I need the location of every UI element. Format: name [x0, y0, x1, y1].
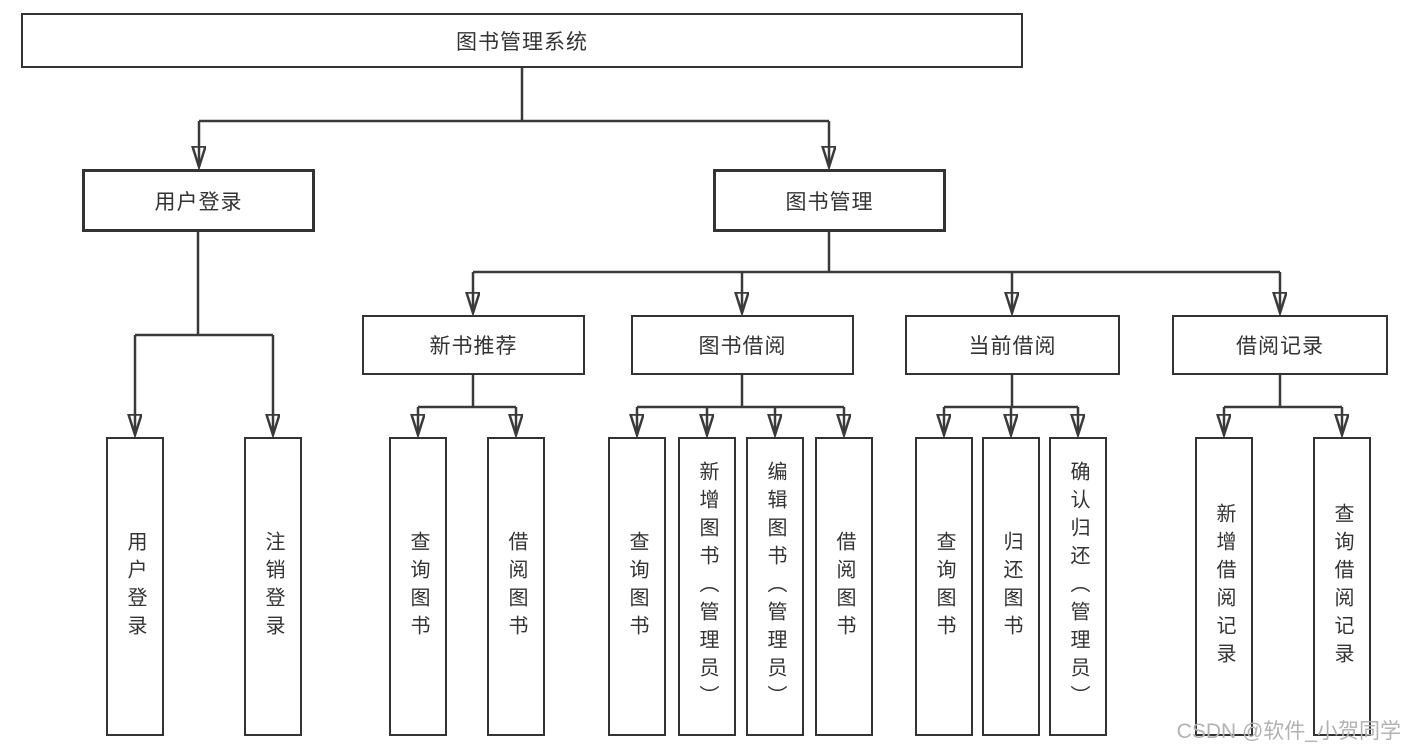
leaf-label: 注销登录: [262, 530, 284, 643]
leaf-label: 用户登录: [124, 530, 146, 643]
leaf-label: 查询图书: [626, 530, 648, 643]
leaf-label: 借阅图书: [833, 530, 855, 643]
leaf-edit-books-admin: 编辑图书（管理员）: [746, 437, 804, 736]
leaf-query-books-borrowing: 查询图书: [608, 437, 666, 736]
leaf-label: 归还图书: [1000, 530, 1022, 643]
node-label: 图书管理: [785, 190, 874, 214]
leaf-label: 查询借阅记录: [1331, 502, 1353, 671]
leaf-label: 查询图书: [407, 530, 429, 643]
leaf-user-login: 用户登录: [106, 437, 164, 736]
node-library-management-system: 图书管理系统: [21, 13, 1023, 68]
node-borrowing-records: 借阅记录: [1172, 315, 1388, 375]
leaf-query-books-current: 查询图书: [915, 437, 973, 736]
leaf-borrow-books-recommend: 借阅图书: [487, 437, 545, 736]
leaf-confirm-return-admin: 确认归还（管理员）: [1049, 437, 1107, 736]
leaf-return-books: 归还图书: [982, 437, 1040, 736]
node-label: 借阅记录: [1236, 335, 1324, 358]
node-label: 图书借阅: [698, 335, 787, 358]
leaf-label: 查询图书: [933, 530, 955, 643]
leaf-query-books-recommend: 查询图书: [389, 437, 447, 736]
node-label: 新书推荐: [429, 335, 518, 358]
leaf-borrow-books-borrowing: 借阅图书: [815, 437, 873, 736]
csdn-watermark: CSDN @软件_小贺同学: [1176, 720, 1401, 743]
node-user-login: 用户登录: [82, 169, 315, 232]
node-book-borrowing: 图书借阅: [631, 315, 854, 375]
leaf-label: 借阅图书: [505, 530, 527, 643]
leaf-label: 确认归还（管理员）: [1067, 460, 1089, 713]
leaf-logout: 注销登录: [244, 437, 302, 736]
leaf-label: 新增图书（管理员）: [696, 460, 718, 713]
node-book-management: 图书管理: [713, 169, 946, 232]
node-current-borrowing: 当前借阅: [905, 315, 1120, 375]
node-label: 用户登录: [154, 190, 243, 214]
leaf-query-borrow-record: 查询借阅记录: [1313, 437, 1371, 736]
node-new-book-recommendation: 新书推荐: [362, 315, 585, 375]
leaf-label: 新增借阅记录: [1213, 502, 1235, 671]
leaf-add-borrow-record: 新增借阅记录: [1195, 437, 1253, 736]
leaf-label: 编辑图书（管理员）: [764, 460, 786, 713]
leaf-add-books-admin: 新增图书（管理员）: [678, 437, 736, 736]
node-label: 当前借阅: [968, 335, 1057, 358]
node-label: 图书管理系统: [456, 30, 588, 54]
